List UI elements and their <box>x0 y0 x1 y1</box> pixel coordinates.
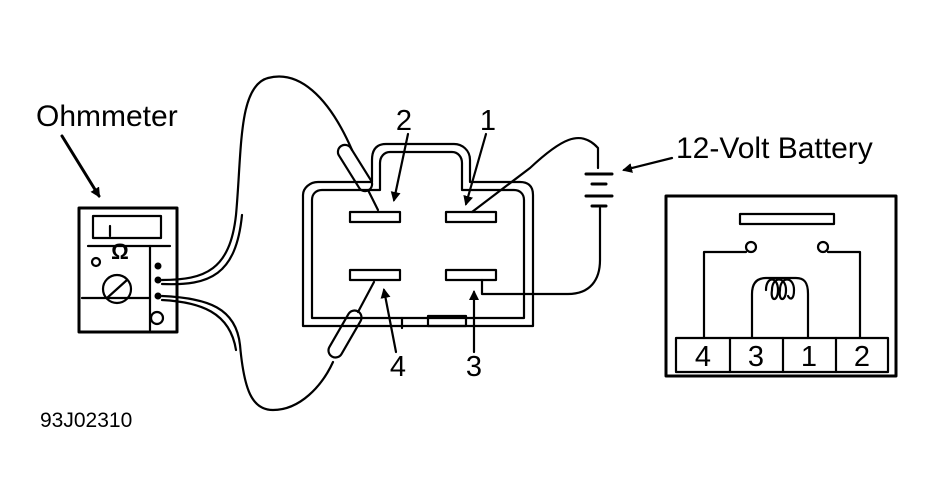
ohm-symbol: Ω <box>111 239 129 264</box>
ohmmeter-arrow <box>60 134 101 198</box>
battery-arrow <box>622 156 674 173</box>
terminal-4 <box>348 268 402 282</box>
ohmmeter-leads <box>160 75 354 412</box>
figure-id: 93J02310 <box>40 409 132 432</box>
relay-pin-label: 3 <box>748 341 764 373</box>
terminal-label-1: 1 <box>480 105 496 137</box>
terminal-arrow-4 <box>380 288 398 354</box>
ohmmeter: Ω <box>77 206 179 334</box>
relay-schematic: 4 3 1 2 <box>664 194 898 378</box>
terminal-3 <box>444 268 498 282</box>
ohmmeter-display <box>91 214 163 240</box>
terminal-label-2: 2 <box>396 105 412 137</box>
battery-label: 12-Volt Battery <box>676 132 873 165</box>
terminal-2 <box>348 210 402 224</box>
relay-pin-label: 4 <box>695 341 711 373</box>
ohmmeter-label: Ohmmeter <box>36 100 178 133</box>
relay-coil <box>764 278 796 301</box>
terminal-label-4: 4 <box>390 351 406 383</box>
relay-connector <box>301 142 535 330</box>
battery-symbol <box>584 172 614 208</box>
relay-pin-label: 1 <box>801 341 817 373</box>
terminal-label-3: 3 <box>466 351 482 383</box>
terminal-arrow-2 <box>390 132 410 202</box>
terminal-arrow-1 <box>463 132 488 206</box>
relay-pin-label: 2 <box>854 341 870 373</box>
relay-contact-bar <box>738 212 836 226</box>
ohmmeter-jack <box>149 310 165 326</box>
selector-dial <box>101 273 133 305</box>
probe-lower <box>327 280 376 359</box>
battery-leads <box>470 137 602 296</box>
terminal-1 <box>444 210 498 224</box>
